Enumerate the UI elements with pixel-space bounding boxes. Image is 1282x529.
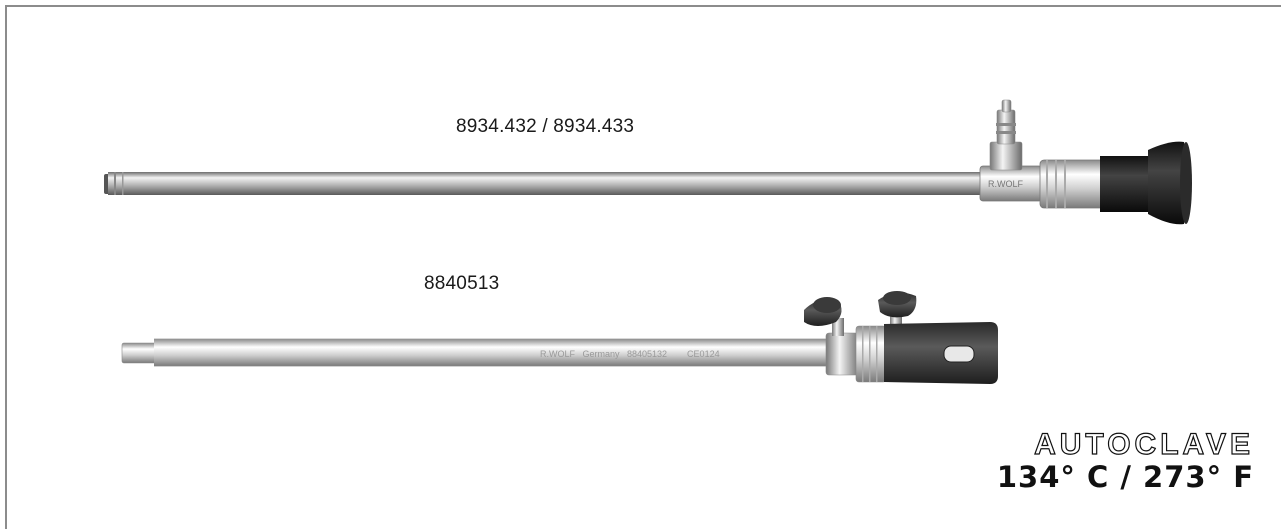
autoclave-temperature: 134° C / 273° F: [996, 460, 1254, 494]
autoclave-title: AUTOCLAVE: [1033, 428, 1254, 461]
telescope-illustration: R.WOLF: [104, 99, 1192, 225]
engraving-rwolf-telescope: R.WOLF: [988, 179, 1024, 189]
sheath-illustration: R.WOLF Germany 88405132 CE0124: [121, 291, 998, 384]
product-label-telescope: 8934.432 / 8934.433: [456, 116, 635, 137]
page-frame: [5, 5, 1281, 529]
product-label-sheath: 8840513: [424, 273, 500, 294]
engraving-sheath: R.WOLF Germany 88405132 CE0124: [540, 349, 720, 359]
autoclave-badge: AUTOCLAVE 134° C / 273° F: [984, 428, 1254, 494]
